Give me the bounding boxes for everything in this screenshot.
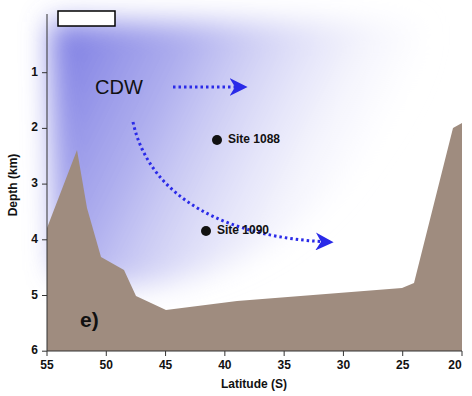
site-label: Site 1090 (217, 224, 269, 237)
flow-arrow (173, 86, 244, 89)
tick-label: 55 (40, 359, 53, 372)
site-dot (212, 135, 222, 145)
tick-label: 3 (31, 178, 38, 191)
y-axis (47, 14, 48, 351)
y-tick (42, 351, 47, 352)
site-dot (201, 226, 211, 236)
x-tick (343, 351, 344, 356)
y-tick (42, 295, 47, 296)
water-mass-label: CDW (95, 76, 143, 98)
tick-label: 25 (396, 359, 409, 372)
axis-title: Depth (km) (7, 154, 20, 217)
tick-label: 35 (277, 359, 290, 372)
y-tick (42, 184, 47, 185)
scale-box (58, 11, 115, 26)
y-tick (42, 72, 47, 73)
x-tick (165, 351, 166, 356)
tick-label: 45 (159, 359, 172, 372)
x-tick (462, 351, 463, 356)
x-tick (47, 351, 48, 356)
tick-label: 50 (100, 359, 113, 372)
x-axis (47, 351, 462, 352)
tick-label: 40 (218, 359, 231, 372)
tick-label: 5 (31, 289, 38, 302)
x-tick (284, 351, 285, 356)
axis-title: Latitude (S) (221, 378, 287, 391)
x-tick (106, 351, 107, 356)
panel-letter: e) (80, 308, 99, 331)
y-tick (42, 239, 47, 240)
tick-label: 2 (31, 122, 38, 135)
cdw-water-mass (50, 22, 422, 286)
tick-label: 1 (31, 66, 38, 79)
tick-label: 30 (337, 359, 350, 372)
flow-arrow (133, 122, 330, 242)
tick-label: 20 (448, 359, 461, 372)
x-tick (224, 351, 225, 356)
tick-label: 4 (31, 233, 38, 246)
site-label: Site 1088 (228, 133, 280, 146)
y-tick (42, 128, 47, 129)
seafloor (47, 123, 462, 351)
x-tick (402, 351, 403, 356)
tick-label: 6 (31, 345, 38, 358)
